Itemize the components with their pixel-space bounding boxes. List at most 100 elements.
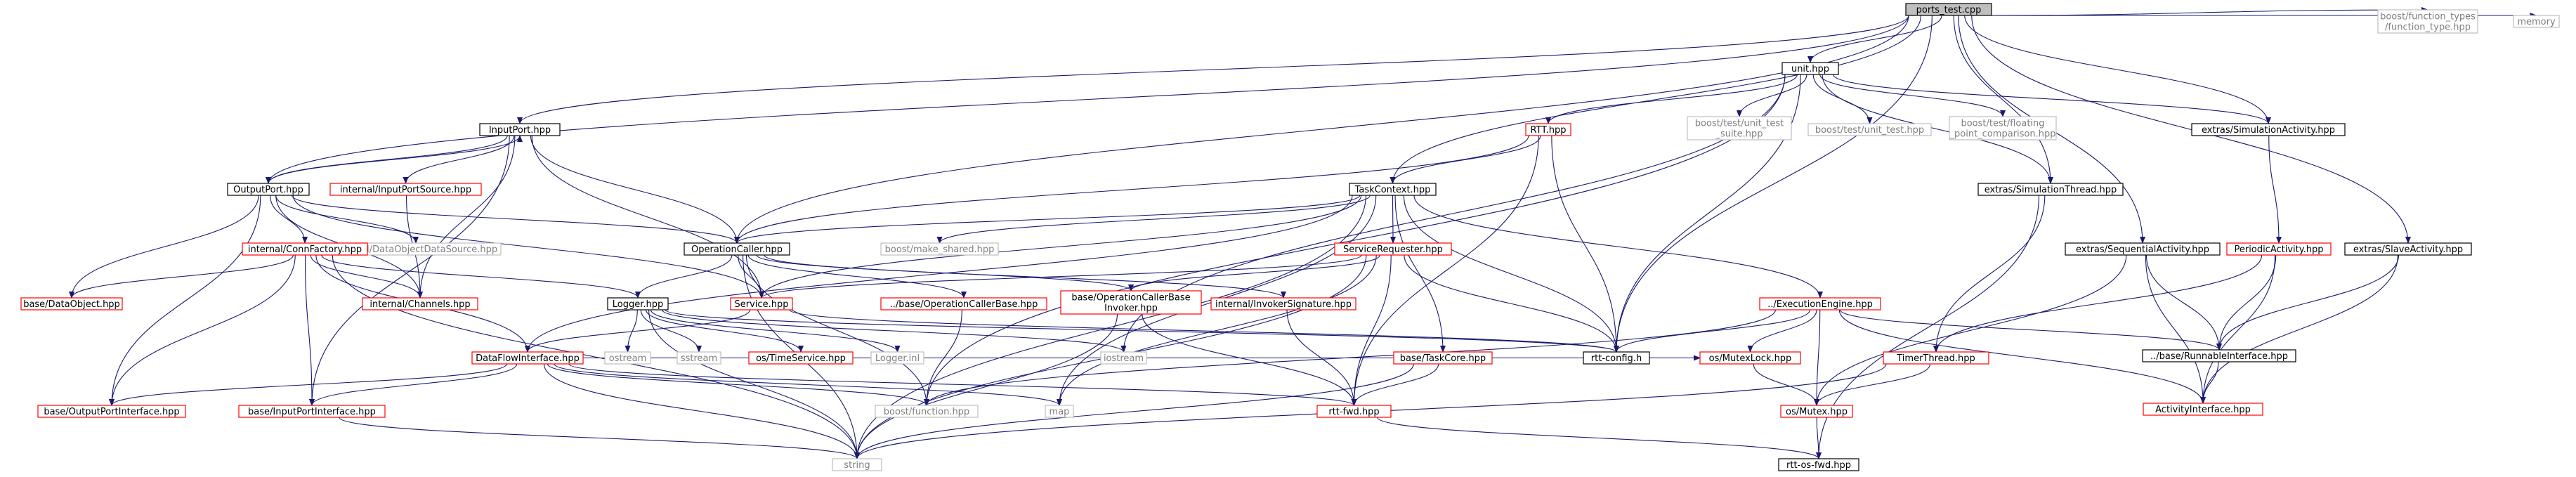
node-op-caller-base[interactable]: ../base/OperationCallerBase.hpp	[880, 297, 1047, 311]
edge-periodic-activity-to-timer-thread	[1933, 254, 2263, 353]
node-input-port-source[interactable]: internal/InputPortSource.hpp	[329, 183, 482, 196]
node-label: base/TaskCore.hpp	[1400, 353, 1486, 364]
edge	[1404, 254, 1619, 353]
edge	[309, 135, 510, 406]
edge	[270, 195, 308, 244]
node-box	[748, 351, 854, 365]
edge-rtt-to-task-context	[1390, 135, 1541, 184]
edge-ports-test-to-input-port	[517, 15, 1909, 124]
node-label: PeriodicActivity.hpp	[2235, 244, 2324, 255]
edge-slave-activity-to-activity-if	[2200, 254, 2398, 404]
edge	[1807, 15, 1942, 63]
node-label: rtt-config.h	[1591, 353, 1642, 364]
edge-data-flow-if-to-string	[543, 363, 860, 459]
node-service-requester[interactable]: ServiceRequester.hpp	[1334, 242, 1452, 256]
node-box	[2226, 242, 2332, 256]
node-channels[interactable]: internal/Channels.hpp	[362, 297, 478, 311]
node-activity-if[interactable]: ActivityInterface.hpp	[2143, 403, 2263, 416]
node-runnable-if[interactable]: ../base/RunnableInterface.hpp	[2142, 349, 2296, 362]
node-sim-thread[interactable]: extras/SimulationThread.hpp	[1977, 183, 2124, 196]
node-box	[1699, 351, 1801, 365]
node-label: boost/test/unit_test	[1695, 119, 1784, 129]
node-invoker-sig[interactable]: internal/InvokerSignature.hpp	[1210, 297, 1356, 311]
node-input-port[interactable]: InputPort.hpp	[479, 123, 561, 136]
node-box	[479, 123, 561, 136]
edge	[646, 309, 804, 353]
node-exec-engine[interactable]: ../ExecutionEngine.hpp	[1759, 297, 1881, 311]
node-rtt-os-fwd[interactable]: rtt-os-fwd.hpp	[1778, 458, 1859, 471]
node-task-core[interactable]: base/TaskCore.hpp	[1393, 351, 1493, 365]
node-ports-test[interactable]: ports_test.cpp	[1905, 3, 1992, 16]
edge	[517, 15, 1909, 124]
edge-task-context-to-string	[854, 195, 1366, 459]
node-label: iostream	[1104, 353, 1144, 364]
edge-conn-factory-to-string	[332, 254, 860, 459]
edge-ports-test-to-operation-caller	[734, 15, 1909, 244]
edge	[268, 135, 523, 184]
node-task-context[interactable]: TaskContext.hpp	[1349, 183, 1437, 196]
edge-operation-caller-to-boost-fn	[745, 254, 929, 406]
node-box	[1759, 297, 1881, 311]
node-memory: memory	[2513, 15, 2560, 28]
node-label: internal/InvokerSignature.hpp	[1215, 299, 1352, 310]
node-service[interactable]: Service.hpp	[730, 297, 793, 311]
node-out-port-if[interactable]: base/OutputPortInterface.hpp	[37, 405, 186, 418]
node-label: Logger.inl	[875, 353, 920, 364]
edge	[109, 195, 261, 406]
node-box	[1100, 351, 1147, 365]
node-box	[2191, 123, 2346, 136]
node-label: DataFlowInterface.hpp	[476, 353, 580, 364]
node-sim-activity[interactable]: extras/SimulationActivity.hpp	[2191, 123, 2346, 136]
node-box	[238, 405, 386, 418]
edge-ports-test-to-slave-activity	[1971, 15, 2411, 244]
edge-input-port-to-output-port	[266, 135, 508, 184]
edge	[1839, 309, 2222, 351]
node-operation-caller[interactable]: OperationCaller.hpp	[684, 242, 790, 256]
edge	[1351, 363, 1439, 406]
node-boost-fn: boost/function.hpp	[875, 405, 979, 418]
node-data-flow-if[interactable]: DataFlowInterface.hpp	[471, 351, 584, 365]
node-label: boost/test/unit_test.hpp	[1815, 125, 1924, 136]
edge	[1614, 74, 1801, 353]
edge-task-context-to-operation-caller	[734, 195, 1361, 244]
edge	[854, 363, 1414, 459]
node-box	[1781, 62, 1839, 75]
node-slave-activity[interactable]: extras/SlaveActivity.hpp	[2344, 242, 2472, 256]
node-mutex[interactable]: os/Mutex.hpp	[1780, 405, 1853, 418]
node-rtt[interactable]: RTT.hpp	[1525, 123, 1571, 136]
node-output-port[interactable]: OutputPort.hpp	[227, 183, 310, 196]
edge-unit-to-boost-fn	[924, 74, 1786, 406]
edge	[266, 15, 1909, 184]
node-rtt-fwd[interactable]: rtt-fwd.hpp	[1316, 405, 1392, 418]
node-box	[1977, 183, 2124, 196]
node-in-port-if[interactable]: base/InputPortInterface.hpp	[238, 405, 386, 418]
node-mutex-lock[interactable]: os/MutexLock.hpp	[1699, 351, 1801, 365]
node-time-service[interactable]: os/TimeService.hpp	[748, 351, 854, 365]
node-label: Invoker.hpp	[1104, 303, 1158, 314]
node-timer-thread[interactable]: TimerThread.hpp	[1883, 351, 1989, 365]
edge	[339, 417, 860, 459]
node-logger[interactable]: Logger.hpp	[607, 297, 669, 311]
node-data-object[interactable]: base/DataObject.hpp	[20, 297, 123, 311]
node-box	[2142, 349, 2296, 362]
node-label: ../ExecutionEngine.hpp	[1767, 299, 1873, 310]
node-unit[interactable]: unit.hpp	[1781, 62, 1839, 75]
node-rtt-config[interactable]: rtt-config.h	[1583, 351, 1650, 365]
edge-logger-to-string	[648, 309, 860, 459]
edge-task-core-to-rtt-fwd	[1351, 363, 1439, 406]
node-label: extras/SlaveActivity.hpp	[2353, 244, 2463, 255]
node-seq-activity[interactable]: extras/SequentialActivity.hpp	[2065, 242, 2221, 256]
edge-exec-engine-to-runnable-if	[1839, 309, 2222, 351]
edge	[309, 363, 518, 406]
node-conn-factory[interactable]: internal/ConnFactory.hpp	[242, 242, 368, 256]
edge-rtt-to-rtt-fwd	[1351, 135, 1539, 406]
node-box	[1583, 351, 1650, 365]
edge-rtt-to-rtt-config	[1551, 135, 1619, 353]
node-periodic-activity[interactable]: PeriodicActivity.hpp	[2226, 242, 2332, 256]
node-label: TimerThread.hpp	[1896, 353, 1975, 364]
edge	[109, 254, 296, 406]
edge	[1819, 74, 2006, 117]
node-box	[1393, 351, 1493, 365]
edge	[332, 254, 860, 459]
